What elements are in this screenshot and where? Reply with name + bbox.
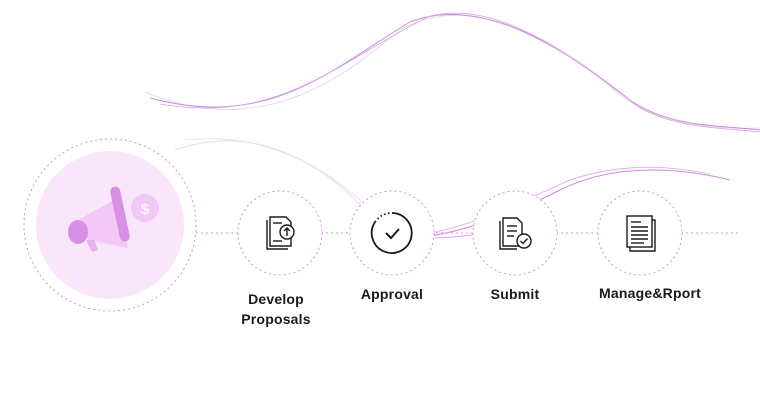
step-label-line: Proposals bbox=[241, 311, 311, 327]
step-label-manage-report: Manage&Rport bbox=[585, 283, 715, 303]
step-label-submit: Submit bbox=[465, 284, 565, 304]
step-node-approval bbox=[349, 190, 435, 276]
document-check-icon bbox=[499, 217, 532, 250]
report-document-icon bbox=[626, 215, 656, 252]
step-node-submit bbox=[472, 190, 558, 276]
megaphone-icon bbox=[68, 186, 130, 252]
dollar-badge-icon: $ bbox=[131, 194, 159, 222]
hero-node: $ bbox=[23, 138, 197, 312]
step-label-line: Develop bbox=[248, 291, 304, 307]
step-label-line: Approval bbox=[360, 286, 424, 302]
step-node-develop-proposals bbox=[237, 190, 323, 276]
step-label-line: Submit bbox=[490, 286, 540, 302]
decorative-curves bbox=[144, 12, 760, 239]
svg-text:$: $ bbox=[141, 201, 150, 218]
step-label-approval: Approval bbox=[342, 284, 442, 304]
check-circle-icon bbox=[370, 212, 413, 254]
step-node-manage-report bbox=[597, 190, 683, 276]
step-label-line: Manage&Rport bbox=[599, 285, 701, 301]
document-upload-icon bbox=[266, 216, 295, 250]
step-label-develop-proposals: Develop Proposals bbox=[230, 289, 322, 329]
